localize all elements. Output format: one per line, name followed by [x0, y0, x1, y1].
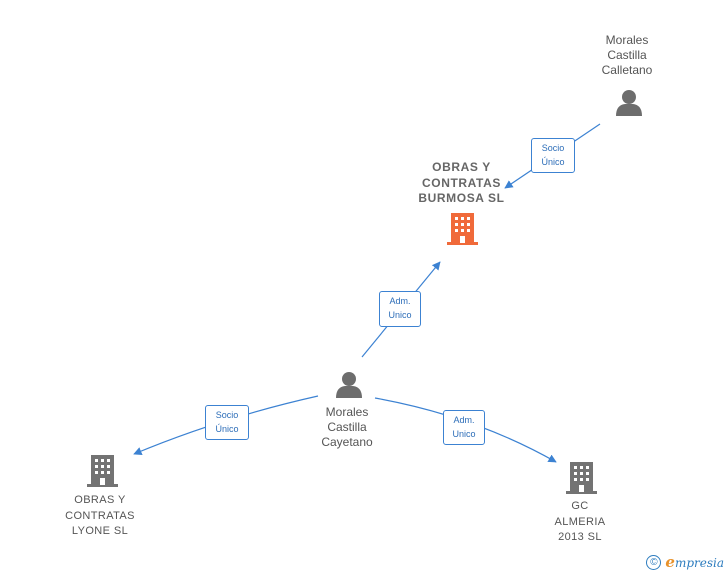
node-label-calletano[interactable]: Morales Castilla Calletano — [601, 33, 653, 77]
node-label-obras-lyone[interactable]: OBRAS Y CONTRATAS LYONE SL — [65, 494, 135, 537]
edge-label-adm-unico: Adm. Unico — [379, 291, 421, 327]
brand-logo: empresia — [665, 553, 724, 571]
node-label-cayetano[interactable]: Morales Castilla Cayetano — [321, 405, 373, 449]
building-icon[interactable] — [566, 462, 597, 494]
footer-brand: © empresia — [646, 553, 724, 571]
copyright-icon: © — [646, 554, 662, 570]
edge-label-socio-unico: Socio Único — [205, 405, 249, 440]
edge-label-socio-unico: Socio Único — [531, 138, 575, 173]
person-icon[interactable] — [336, 372, 362, 398]
edge-label-adm-unico: Adm. Unico — [443, 410, 485, 445]
node-label-gc-almeria[interactable]: GC ALMERIA 2013 SL — [554, 500, 606, 543]
building-icon[interactable] — [447, 213, 478, 245]
person-icon[interactable] — [616, 90, 642, 116]
node-label-obras-burmosa[interactable]: OBRAS Y CONTRATAS BURMOSA SL — [418, 160, 505, 205]
building-icon[interactable] — [87, 455, 118, 487]
